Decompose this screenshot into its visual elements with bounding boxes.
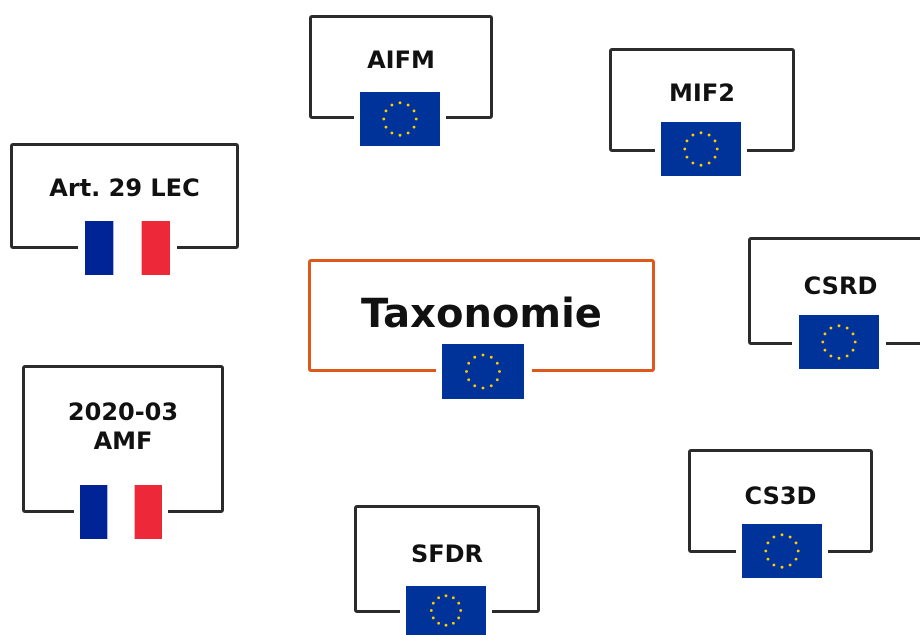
eu-flag-icon xyxy=(661,122,741,176)
eu-flag-icon xyxy=(406,586,486,635)
regulation-label-cs3d: CS3D xyxy=(744,482,817,510)
regulation-label-sfdr: SFDR xyxy=(410,540,484,568)
regulation-label-csrd: CSRD xyxy=(803,272,878,300)
regulation-label-art29-lec: Art. 29 LEC xyxy=(49,174,200,202)
regulation-node-2020-03-amf: 2020-03 AMF xyxy=(22,365,224,513)
france-flag-icon xyxy=(85,221,170,275)
eu-flag-icon xyxy=(799,315,879,369)
france-flag-icon xyxy=(80,485,162,539)
eu-flag-icon xyxy=(360,92,440,146)
regulation-label-2020-03-amf: 2020-03 AMF xyxy=(67,398,179,455)
eu-flag-icon xyxy=(442,344,524,399)
regulation-label-aifm: AIFM xyxy=(367,46,435,74)
eu-flag-icon xyxy=(742,524,822,578)
central-node-label: Taxonomie xyxy=(361,291,602,337)
regulation-label-mif2: MIF2 xyxy=(669,79,735,107)
